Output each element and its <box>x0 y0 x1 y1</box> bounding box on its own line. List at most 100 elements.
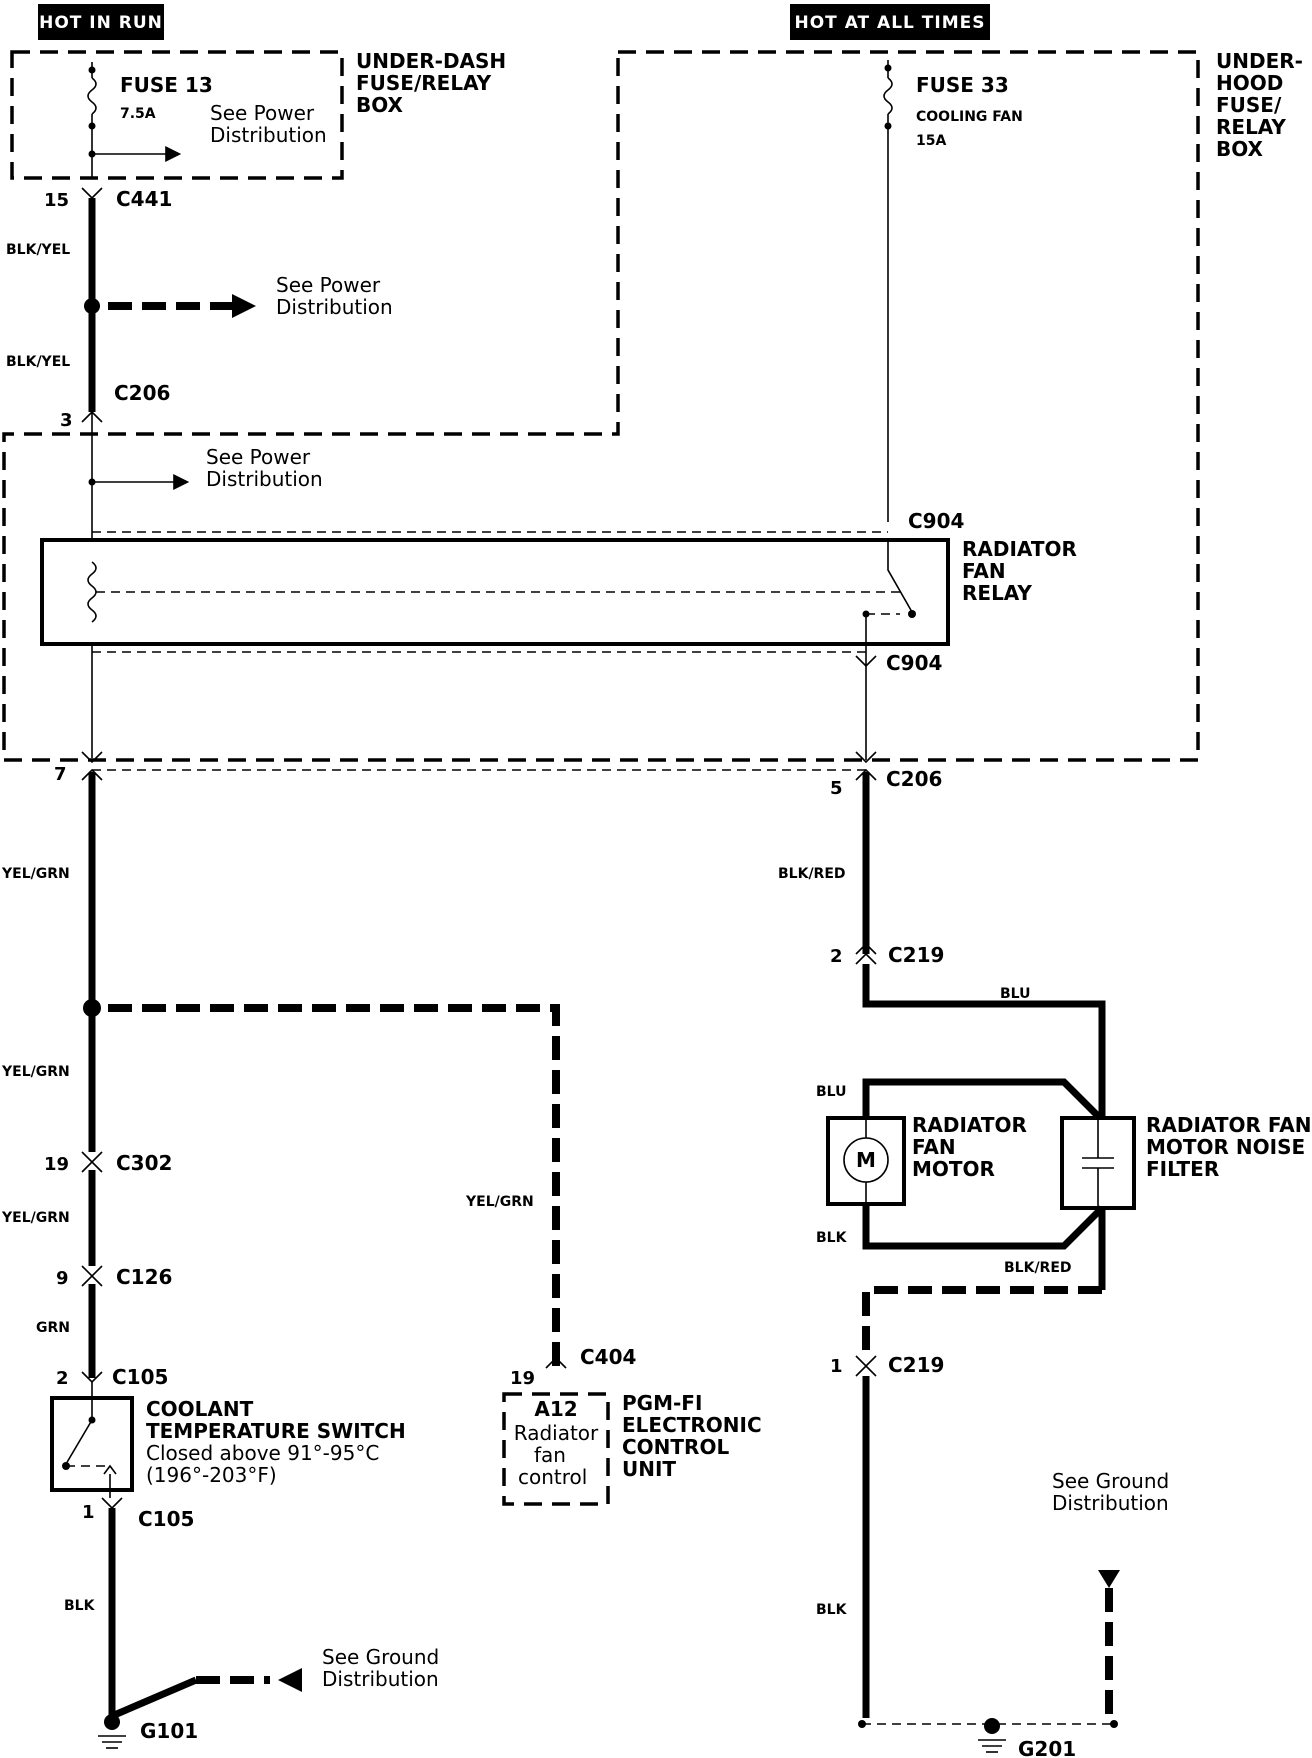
wire-label-yel-grn-2: YEL/GRN <box>1 1064 70 1080</box>
noise-filter-label: RADIATOR FAN MOTOR NOISE FILTER <box>1146 1113 1311 1181</box>
pgm-fi-ecu-label: PGM-FI ELECTRONIC CONTROL UNIT <box>622 1391 762 1481</box>
relay-coil <box>87 561 900 623</box>
c219-top-name: C219 <box>888 943 944 967</box>
svg-text:See Power: See Power <box>210 101 315 125</box>
under-hood-fuse-box-outline <box>2 50 1200 762</box>
wire-label-yel-grn-1: YEL/GRN <box>1 866 70 882</box>
c105-bottom-name: C105 <box>138 1507 194 1531</box>
wire-blu-to-filter <box>862 964 1106 1118</box>
svg-text:Closed above 91°-95°C: Closed above 91°-95°C <box>146 1441 379 1465</box>
c904-top-name: C904 <box>908 509 964 533</box>
c904-bottom-name: C904 <box>886 651 942 675</box>
fuse-33-circuit: COOLING FAN <box>916 109 1023 125</box>
c126-name: C126 <box>116 1265 172 1289</box>
fuse-13-name: FUSE 13 <box>120 73 213 97</box>
svg-text:RELAY: RELAY <box>1216 115 1286 139</box>
under-hood-box-label: UNDER- HOOD FUSE/ RELAY BOX <box>1216 49 1303 161</box>
wire-blk-motor <box>862 1204 1105 1250</box>
wire-label-blk-red-2: BLK/RED <box>1004 1260 1072 1276</box>
c219-top-pin: 2 <box>830 946 843 967</box>
wire-label-blk-yel-2: BLK/YEL <box>6 354 70 370</box>
svg-text:See Power: See Power <box>276 273 381 297</box>
wire-label-yel-grn-4: YEL/GRN <box>1 1210 70 1226</box>
splice-point-2 <box>83 999 101 1017</box>
c105-top-name: C105 <box>112 1365 168 1389</box>
ground-g201-label: G201 <box>1018 1737 1076 1758</box>
wire-label-blk-motor: BLK <box>816 1230 848 1246</box>
svg-text:See Ground: See Ground <box>1052 1469 1169 1493</box>
svg-text:ELECTRONIC: ELECTRONIC <box>622 1413 762 1437</box>
svg-text:RADIATOR FAN: RADIATOR FAN <box>1146 1113 1311 1137</box>
hot-at-all-times-tag: HOT AT ALL TIMES <box>790 4 990 40</box>
svg-text:FUSE/RELAY: FUSE/RELAY <box>356 71 492 95</box>
c441-name: C441 <box>116 187 172 211</box>
c206-top-pin: 3 <box>60 410 73 431</box>
connector-c302 <box>81 1160 103 1173</box>
c206-left-pin: 7 <box>54 764 67 785</box>
coolant-switch-contact <box>62 1382 117 1498</box>
svg-text:Distribution: Distribution <box>210 123 327 147</box>
svg-text:FAN: FAN <box>962 559 1006 583</box>
connector-c404 <box>545 1356 567 1369</box>
wire-blu-motor <box>862 1078 1105 1123</box>
svg-text:UNDER-: UNDER- <box>1216 49 1303 73</box>
radiator-fan-motor-label: RADIATOR FAN MOTOR <box>912 1113 1027 1181</box>
c206-right-pin: 5 <box>830 778 843 799</box>
wire-label-grn: GRN <box>36 1320 70 1336</box>
see-ground-distribution-2: See Ground Distribution <box>1052 1469 1169 1515</box>
c302-pin: 19 <box>44 1154 69 1175</box>
svg-text:UNDER-DASH: UNDER-DASH <box>356 49 506 73</box>
wire-blk-red-lower <box>862 1286 1102 1356</box>
svg-text:Radiator: Radiator <box>514 1421 599 1445</box>
c105-bottom-pin: 1 <box>82 1502 95 1523</box>
under-dash-box-label: UNDER-DASH FUSE/RELAY BOX <box>356 49 506 117</box>
c441-pin: 15 <box>44 190 69 211</box>
c126-pin: 9 <box>56 1268 69 1289</box>
under-dash-fuse-box-outline <box>10 50 344 180</box>
wire-label-blk-left: BLK <box>64 1598 96 1614</box>
svg-text:TEMPERATURE SWITCH: TEMPERATURE SWITCH <box>146 1419 406 1443</box>
svg-text:BOX: BOX <box>356 93 404 117</box>
svg-text:See Ground: See Ground <box>322 1645 439 1669</box>
c219-bottom-name: C219 <box>888 1353 944 1377</box>
motor-symbol: M <box>856 1148 876 1172</box>
svg-text:FUSE/: FUSE/ <box>1216 93 1282 117</box>
coolant-switch-label: COOLANT TEMPERATURE SWITCH Closed above … <box>146 1397 406 1487</box>
svg-text:A12: A12 <box>534 1397 577 1421</box>
hot-in-run-tag: HOT IN RUN <box>38 4 164 40</box>
svg-text:fan: fan <box>534 1443 566 1467</box>
svg-text:Distribution: Distribution <box>1052 1491 1169 1515</box>
svg-text:(196°-203°F): (196°-203°F) <box>146 1463 277 1487</box>
svg-text:Distribution: Distribution <box>276 295 393 319</box>
connector-c206-left <box>81 768 103 781</box>
svg-text:CONTROL: CONTROL <box>622 1435 729 1459</box>
c219-bottom-pin: 1 <box>830 1356 843 1377</box>
wire-label-blk-right: BLK <box>816 1602 848 1618</box>
c105-top-pin: 2 <box>56 1368 69 1389</box>
svg-text:PGM-FI: PGM-FI <box>622 1391 702 1415</box>
ground-g101-label: G101 <box>140 1719 198 1743</box>
c404-pin: 19 <box>510 1368 535 1389</box>
svg-text:COOLANT: COOLANT <box>146 1397 254 1421</box>
svg-text:RELAY: RELAY <box>962 581 1032 605</box>
svg-text:MOTOR: MOTOR <box>912 1157 995 1181</box>
splice-point-1 <box>84 298 100 314</box>
c206-right-name: C206 <box>886 767 942 791</box>
svg-text:HOOD: HOOD <box>1216 71 1283 95</box>
relay-contact <box>862 542 916 644</box>
wire-yel-grn-to-ecu <box>108 1004 560 1368</box>
see-power-distribution-1: See Power Distribution <box>210 101 327 147</box>
svg-text:control: control <box>518 1465 587 1489</box>
svg-text:FILTER: FILTER <box>1146 1157 1219 1181</box>
svg-text:BOX: BOX <box>1216 137 1264 161</box>
see-power-distribution-2: See Power Distribution <box>276 273 393 319</box>
wire-label-blk-red-1: BLK/RED <box>778 866 846 882</box>
svg-text:Distribution: Distribution <box>206 467 323 491</box>
fuse-33-name: FUSE 33 <box>916 73 1009 97</box>
svg-text:RADIATOR: RADIATOR <box>962 537 1077 561</box>
fuse-13 <box>87 62 182 178</box>
svg-text:RADIATOR: RADIATOR <box>912 1113 1027 1137</box>
fuse-33 <box>883 60 893 522</box>
wire-label-blu-2: BLU <box>816 1084 846 1100</box>
